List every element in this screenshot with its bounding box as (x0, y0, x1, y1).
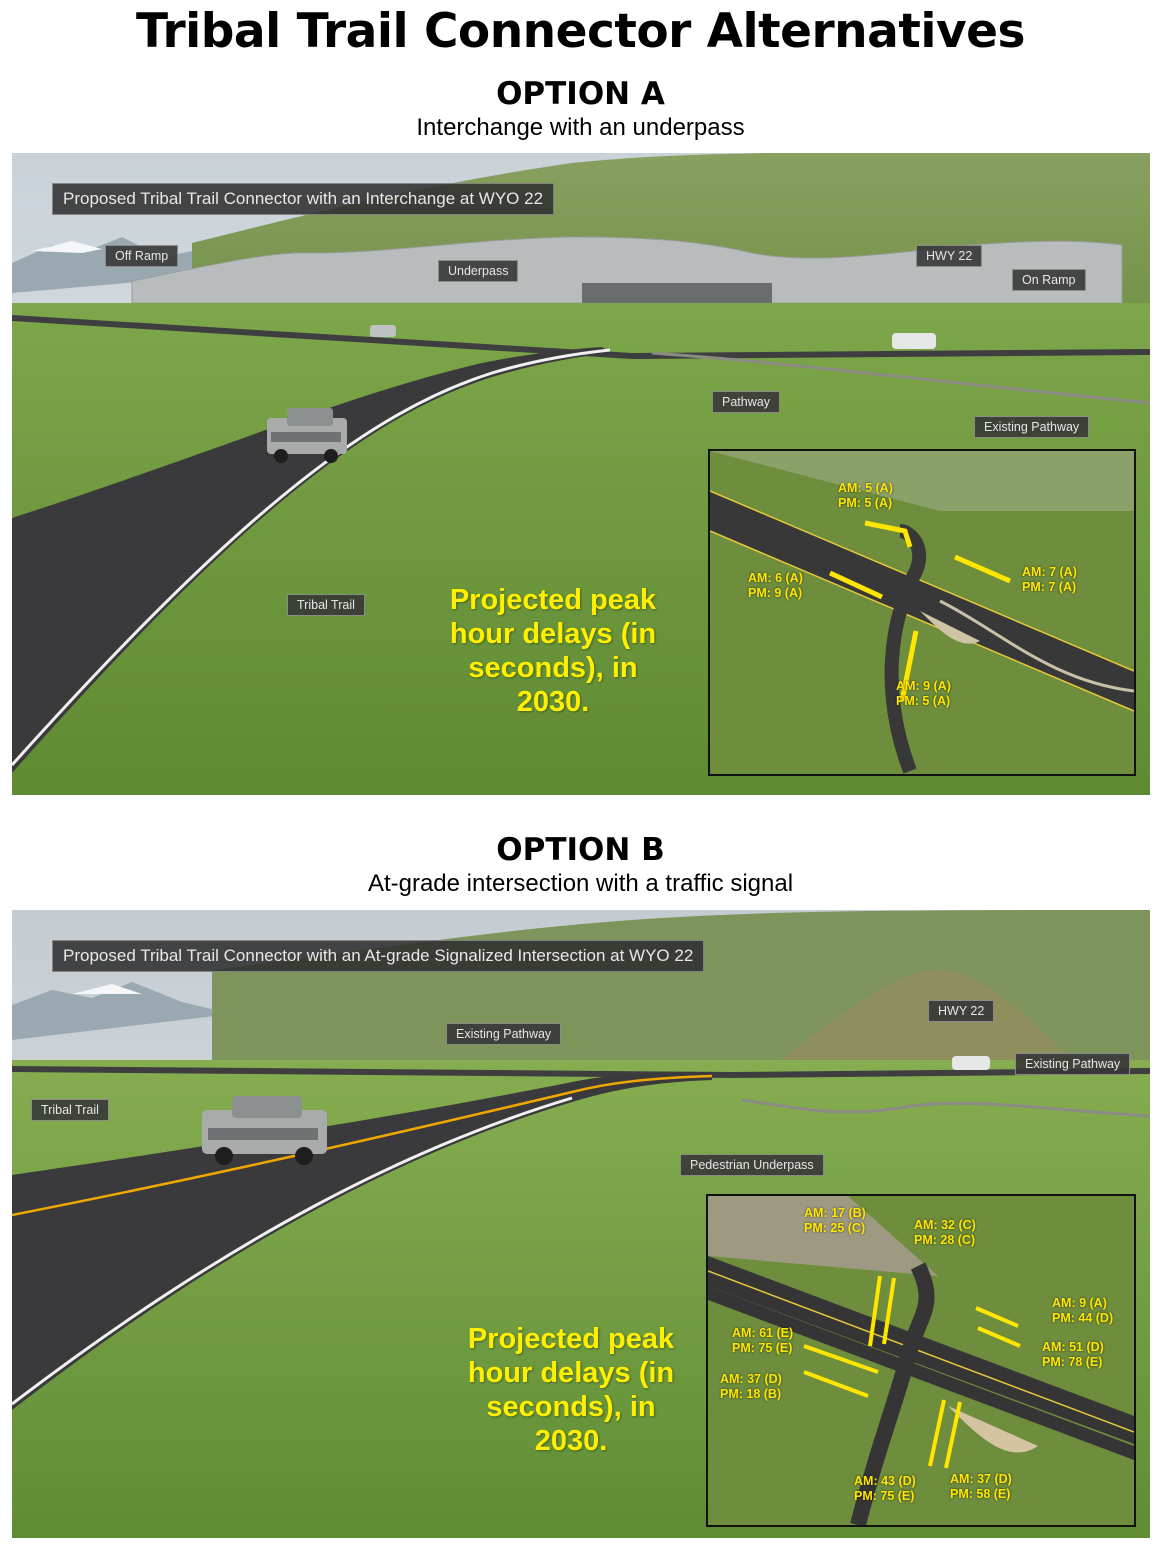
delay-b-2: AM: 32 (C)PM: 28 (C) (914, 1218, 976, 1247)
delay-a-1: AM: 5 (A)PM: 5 (A) (838, 481, 893, 510)
delay-b-8: AM: 37 (D)PM: 58 (E) (950, 1472, 1012, 1501)
option-a-heading: OPTION A (496, 76, 665, 112)
label-tribal-trail: Tribal Trail (31, 1099, 109, 1121)
delay-a-3: AM: 6 (A)PM: 9 (A) (748, 571, 803, 600)
option-b-aerial-inset: AM: 17 (B)PM: 25 (C) AM: 32 (C)PM: 28 (C… (706, 1194, 1136, 1527)
label-hwy22: HWY 22 (928, 1000, 995, 1022)
delay-b-4: AM: 61 (E)PM: 75 (E) (732, 1326, 794, 1355)
label-pedestrian-underpass: Pedestrian Underpass (680, 1154, 824, 1176)
label-pathway: Pathway (712, 391, 780, 413)
option-b-subtitle: At-grade intersection with a traffic sig… (367, 870, 794, 897)
option-b-delay-note: Projected peak hour delays (in seconds),… (440, 1322, 702, 1458)
option-a-aerial-inset: AM: 5 (A)PM: 5 (A) AM: 7 (A)PM: 7 (A) AM… (708, 449, 1136, 776)
note-line-2: hour delays (in (449, 618, 657, 650)
option-b-rendering: Proposed Tribal Trail Connector with an … (12, 910, 1150, 1538)
option-a-rendering: Proposed Tribal Trail Connector with an … (12, 153, 1150, 795)
label-off-ramp: Off Ramp (105, 245, 179, 267)
delay-b-7: AM: 43 (D)PM: 75 (E) (854, 1474, 916, 1503)
delay-b-6: AM: 37 (D)PM: 18 (B) (720, 1372, 782, 1401)
delay-b-1: AM: 17 (B)PM: 25 (C) (804, 1206, 866, 1235)
delay-a-4: AM: 9 (A)PM: 5 (A) (896, 679, 951, 708)
option-a-subtitle: Interchange with an underpass (416, 114, 745, 141)
page-title: Tribal Trail Connector Alternatives (136, 4, 1025, 59)
note-line-3: seconds), in (468, 652, 638, 684)
note-line-2: hour delays (in (467, 1357, 675, 1389)
option-b-heading: OPTION B (496, 832, 665, 868)
label-existing-pathway-left: Existing Pathway (446, 1023, 562, 1045)
label-existing-pathway-right: Existing Pathway (1015, 1053, 1131, 1075)
label-on-ramp: On Ramp (1012, 269, 1086, 291)
option-a-delay-note: Projected peak hour delays (in seconds),… (430, 583, 676, 719)
delay-b-3: AM: 9 (A)PM: 44 (D) (1052, 1296, 1114, 1325)
note-line-3: seconds), in (486, 1391, 656, 1423)
note-line-4: 2030. (534, 1425, 608, 1457)
option-a-aerial-map (710, 451, 1134, 774)
label-existing-pathway: Existing Pathway (974, 416, 1090, 438)
note-line-4: 2030. (516, 686, 590, 718)
label-hwy22: HWY 22 (916, 245, 983, 267)
option-b-aerial-map (708, 1196, 1134, 1525)
option-a-banner: Proposed Tribal Trail Connector with an … (52, 183, 555, 215)
label-underpass: Underpass (438, 260, 519, 282)
note-line-1: Projected peak (467, 1323, 675, 1355)
note-line-1: Projected peak (449, 584, 657, 616)
delay-b-5: AM: 51 (D)PM: 78 (E) (1042, 1340, 1104, 1369)
label-tribal-trail: Tribal Trail (287, 594, 365, 616)
option-b-banner: Proposed Tribal Trail Connector with an … (52, 940, 705, 972)
delay-a-2: AM: 7 (A)PM: 7 (A) (1022, 565, 1077, 594)
